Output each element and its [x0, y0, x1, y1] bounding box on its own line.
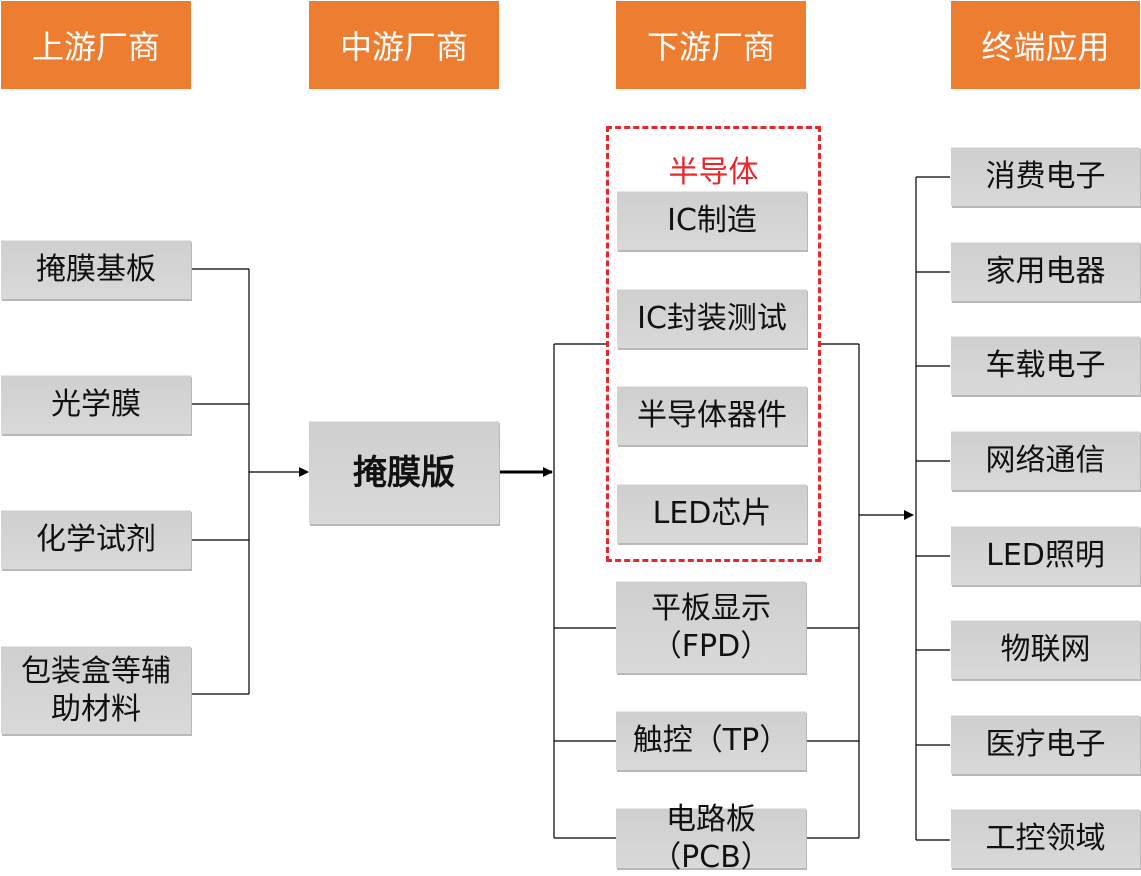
upstream-item: 包装盒等辅助材料: [1, 646, 191, 734]
header-downstream: 下游厂商: [616, 1, 806, 89]
semiconductor-item: LED芯片: [617, 484, 807, 543]
terminal-item: 物联网: [951, 620, 1140, 679]
terminal-item: 网络通信: [951, 431, 1140, 490]
semiconductor-group-title: 半导体: [668, 155, 759, 190]
semiconductor-item: IC封装测试: [617, 289, 807, 348]
terminal-item: 家用电器: [951, 242, 1140, 301]
header-upstream: 上游厂商: [1, 1, 191, 89]
semiconductor-group: 半导体: [606, 126, 821, 562]
terminal-item: 工控领域: [951, 809, 1140, 868]
semiconductor-item: 半导体器件: [617, 386, 807, 445]
header-midstream: 中游厂商: [309, 1, 499, 89]
fpd-line-2: （FPD）: [651, 628, 771, 664]
downstream-tp: 触控（TP）: [616, 711, 806, 770]
semiconductor-item: IC制造: [617, 191, 807, 250]
terminal-item: 消费电子: [951, 147, 1140, 206]
terminal-item: 医疗电子: [951, 715, 1140, 774]
terminal-item: 车载电子: [951, 336, 1140, 395]
midstream-item: 掩膜版: [309, 421, 499, 524]
downstream-fpd: 平板显示 （FPD）: [616, 581, 806, 673]
fpd-line-1: 平板显示: [651, 591, 771, 626]
upstream-item: 光学膜: [1, 375, 191, 434]
header-terminal: 终端应用: [951, 1, 1140, 89]
downstream-pcb: 电路板（PCB）: [616, 802, 806, 875]
upstream-item: 掩膜基板: [1, 240, 191, 299]
terminal-item: LED照明: [951, 526, 1140, 585]
upstream-item: 化学试剂: [1, 510, 191, 569]
